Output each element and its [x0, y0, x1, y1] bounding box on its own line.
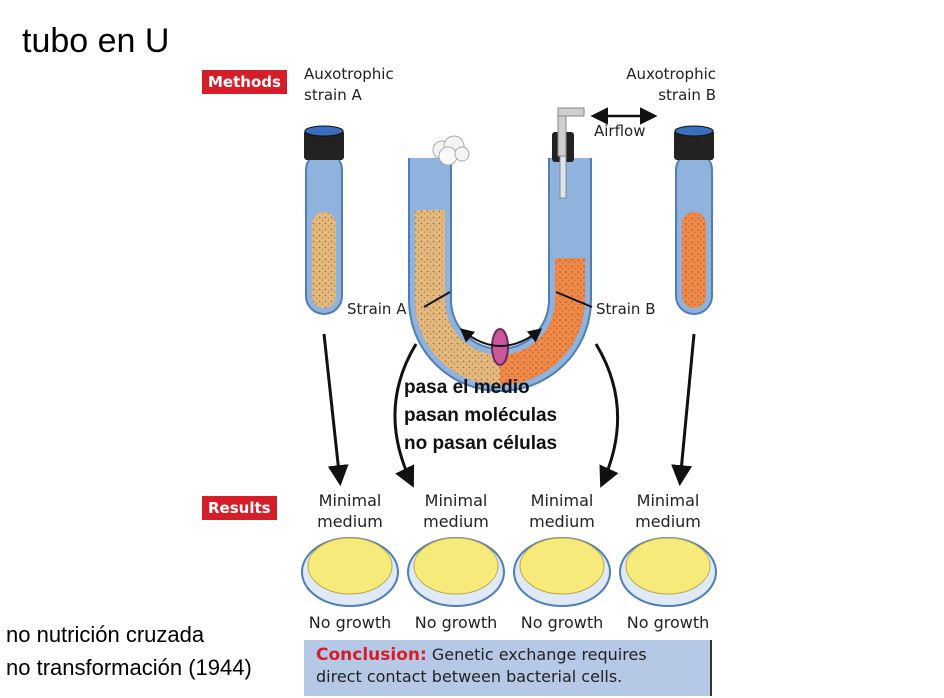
annotation-text: pasa el medio pasan moléculas no pasan c… [404, 377, 558, 454]
test-tube-strain-a [304, 125, 344, 315]
strain-b-heading: Auxotrophic strain B [626, 65, 716, 104]
exchange-arrow-icon [459, 328, 543, 347]
arrow-tube-a-to-dish-1 [322, 333, 349, 487]
outcome-label-1: No growth [308, 613, 392, 632]
side-note-2: no transformación (1944) [6, 655, 252, 680]
methods-badge: Methods [202, 70, 287, 94]
conclusion-line-1: Genetic exchange requires [431, 645, 647, 664]
outcome-label-3: No growth [520, 613, 604, 632]
results-badge: Results [202, 496, 277, 520]
side-note-1: no nutrición cruzada [6, 622, 205, 647]
strain-a-pointer-label: Strain A [347, 300, 407, 318]
u-tube [408, 107, 592, 392]
medium-label-4: Minimal medium [635, 491, 701, 531]
cotton-plug-icon [432, 135, 470, 166]
strain-a-heading: Auxotrophic strain A [304, 65, 394, 104]
medium-label-3: Minimal medium [529, 491, 595, 531]
conclusion-line-2: direct contact between bacterial cells. [316, 667, 623, 686]
test-tube-strain-b [674, 125, 714, 315]
outcome-label-2: No growth [414, 613, 498, 632]
strain-a-pointer-line [423, 291, 451, 308]
petri-dish-2 [407, 537, 505, 607]
arrow-utube-to-dish-3 [594, 343, 620, 488]
strain-b-pointer-label: Strain B [596, 300, 656, 318]
conclusion-heading: Conclusion: [316, 645, 427, 665]
outcome-label-4: No growth [626, 613, 710, 632]
arrow-tube-b-to-dish-4 [671, 333, 696, 487]
airflow-label: Airflow [594, 122, 646, 140]
medium-label-2: Minimal medium [423, 491, 489, 531]
petri-dish-1 [301, 537, 399, 607]
page-title: tubo en U [22, 22, 170, 60]
petri-dishes [301, 537, 717, 607]
conclusion-box: Conclusion: Genetic exchange requires di… [304, 640, 712, 696]
arrow-utube-to-dish-2 [393, 343, 418, 488]
petri-dish-3 [513, 537, 611, 607]
medium-label-1: Minimal medium [317, 491, 383, 531]
airflow-stopper-icon [552, 107, 585, 199]
strain-b-pointer-line [555, 291, 593, 308]
petri-dish-4 [619, 537, 717, 607]
